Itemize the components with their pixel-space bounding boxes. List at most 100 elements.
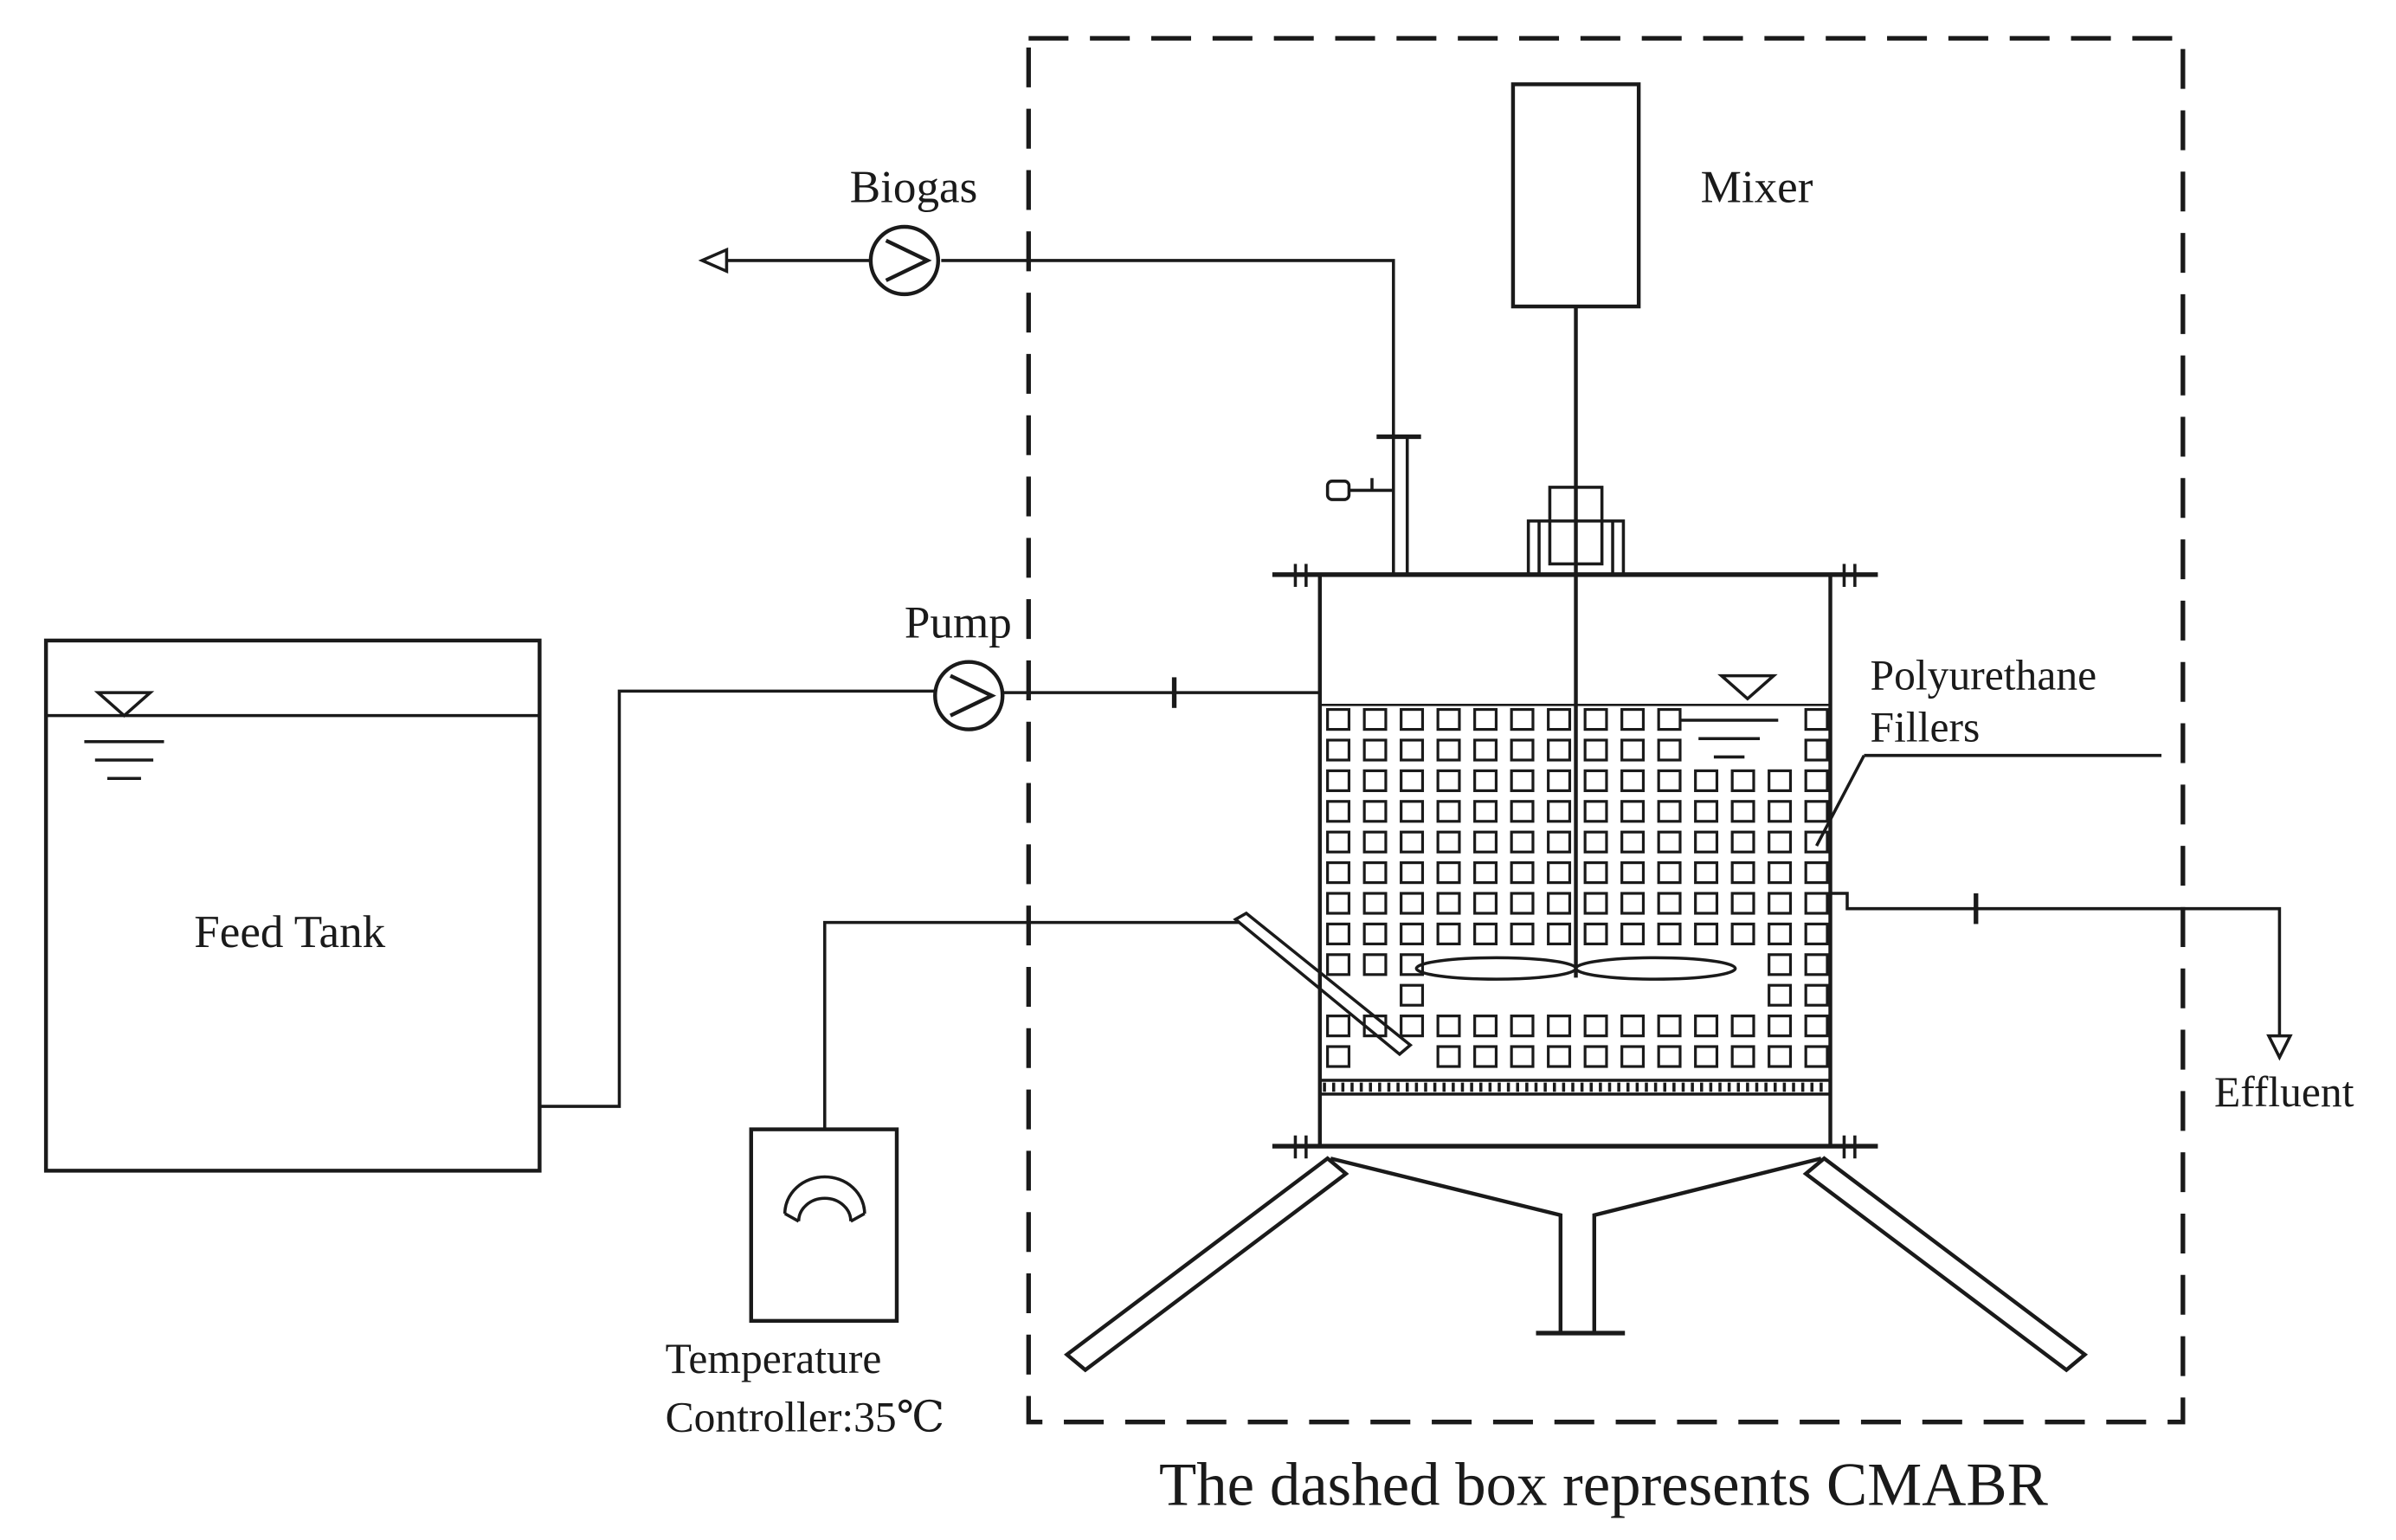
reactor-legs (1064, 1156, 2089, 1373)
filler-cube (1436, 830, 1461, 854)
filler-cube (1400, 800, 1425, 823)
filler-cube (1326, 800, 1351, 823)
filler-cube (1768, 800, 1793, 823)
filler-cube (1620, 707, 1646, 731)
filler-cube (1362, 769, 1388, 792)
feed-pump-icon (933, 660, 1005, 731)
filler-cube (1473, 769, 1498, 792)
filler-cube (1400, 892, 1425, 915)
filler-cube (1510, 769, 1535, 792)
filler-cube (1510, 1015, 1535, 1038)
filler-cube (1620, 892, 1646, 915)
filler-cube (1362, 953, 1388, 976)
filler-cube (1326, 922, 1351, 946)
filler-cube (1326, 769, 1351, 792)
filler-cube (1804, 922, 1829, 946)
feed-tank-body (43, 638, 542, 1173)
reactor-cone (1330, 1157, 1563, 1334)
feed-tank-label: Feed Tank (194, 907, 385, 957)
filler-cube (1694, 861, 1719, 885)
filler-cube (1804, 707, 1829, 731)
filler-cube (1583, 1015, 1608, 1038)
filler-cube (1326, 1015, 1351, 1038)
filler-cube (1657, 800, 1682, 823)
pump-label: Pump (905, 597, 1012, 648)
filler-cube (1804, 861, 1829, 885)
filler-cube (1400, 830, 1425, 854)
filler-cube (1362, 892, 1388, 915)
filler-cube (1547, 1015, 1572, 1038)
effluent-pipe (1830, 892, 2282, 1036)
filler-cube (1473, 922, 1498, 946)
filler-cube (1583, 830, 1608, 854)
filler-cube (1583, 892, 1608, 915)
filler-cube (1768, 769, 1793, 792)
filler-cube (1804, 1015, 1829, 1038)
filler-cube (1362, 830, 1388, 854)
filler-cube (1436, 861, 1461, 885)
filler-cube (1730, 769, 1755, 792)
filler-cube (1657, 1015, 1682, 1038)
filler-cube (1436, 922, 1461, 946)
filler-cube (1583, 707, 1608, 731)
filler-cube (1547, 738, 1572, 762)
filler-cube (1362, 738, 1388, 762)
filler-cube (1694, 830, 1719, 854)
filler-cube (1583, 769, 1608, 792)
effluent-label: Effluent (2214, 1068, 2354, 1116)
biogas-pipe (941, 259, 1395, 575)
filler-cube (1768, 953, 1793, 976)
filler-cube (1694, 922, 1719, 946)
filler-cube (1473, 800, 1498, 823)
filler-cube (1473, 830, 1498, 854)
filler-cube (1804, 769, 1829, 792)
filler-cube (1400, 983, 1425, 1007)
filler-cube (1657, 738, 1682, 762)
filler-cube (1362, 707, 1388, 731)
filler-cube (1768, 830, 1793, 854)
polyurethane-label-line1: Polyurethane (1871, 652, 2097, 699)
filler-cube (1400, 738, 1425, 762)
sampling-valve-icon (1325, 478, 1394, 501)
feed-tank: Feed Tank (43, 638, 542, 1173)
biogas-arrow-icon (698, 247, 729, 274)
filler-cube (1804, 800, 1829, 823)
filler-cube (1473, 1015, 1498, 1038)
filler-cube (1657, 707, 1682, 731)
filler-cube (1657, 892, 1682, 915)
filler-cube (1436, 800, 1461, 823)
effluent-arrow-icon (2266, 1034, 2293, 1061)
filler-cube (1547, 922, 1572, 946)
mixer-label: Mixer (1701, 163, 1813, 213)
filler-cube (1326, 738, 1351, 762)
feed-pipe (539, 689, 936, 1108)
water-level-icon (84, 691, 164, 781)
biogas-label: Biogas (850, 163, 978, 213)
filler-cube (1583, 738, 1608, 762)
filler-cube (1804, 983, 1829, 1007)
filler-cube (1768, 892, 1793, 915)
filler-cube (1620, 1045, 1646, 1068)
filler-cube (1730, 800, 1755, 823)
filler-cube (1473, 738, 1498, 762)
filler-cube (1547, 800, 1572, 823)
filler-cube (1730, 1045, 1755, 1068)
gauge-icon (783, 1175, 866, 1223)
filler-cube (1510, 1045, 1535, 1068)
temperature-controller-box (749, 1127, 899, 1324)
filler-cube (1730, 830, 1755, 854)
filler-cube (1326, 1045, 1351, 1068)
filler-cube (1510, 830, 1535, 854)
temperature-label-line2: Controller:35℃ (666, 1393, 945, 1440)
filler-cube (1804, 738, 1829, 762)
filler-cube (1326, 892, 1351, 915)
filler-cube (1694, 1045, 1719, 1068)
filler-cube (1436, 1045, 1461, 1068)
filler-cube (1730, 922, 1755, 946)
filler-cube (1583, 800, 1608, 823)
filler-cube (1583, 1045, 1608, 1068)
filler-cube (1768, 983, 1793, 1007)
filler-cube (1473, 707, 1498, 731)
filler-cube (1620, 861, 1646, 885)
filler-cube (1362, 922, 1388, 946)
